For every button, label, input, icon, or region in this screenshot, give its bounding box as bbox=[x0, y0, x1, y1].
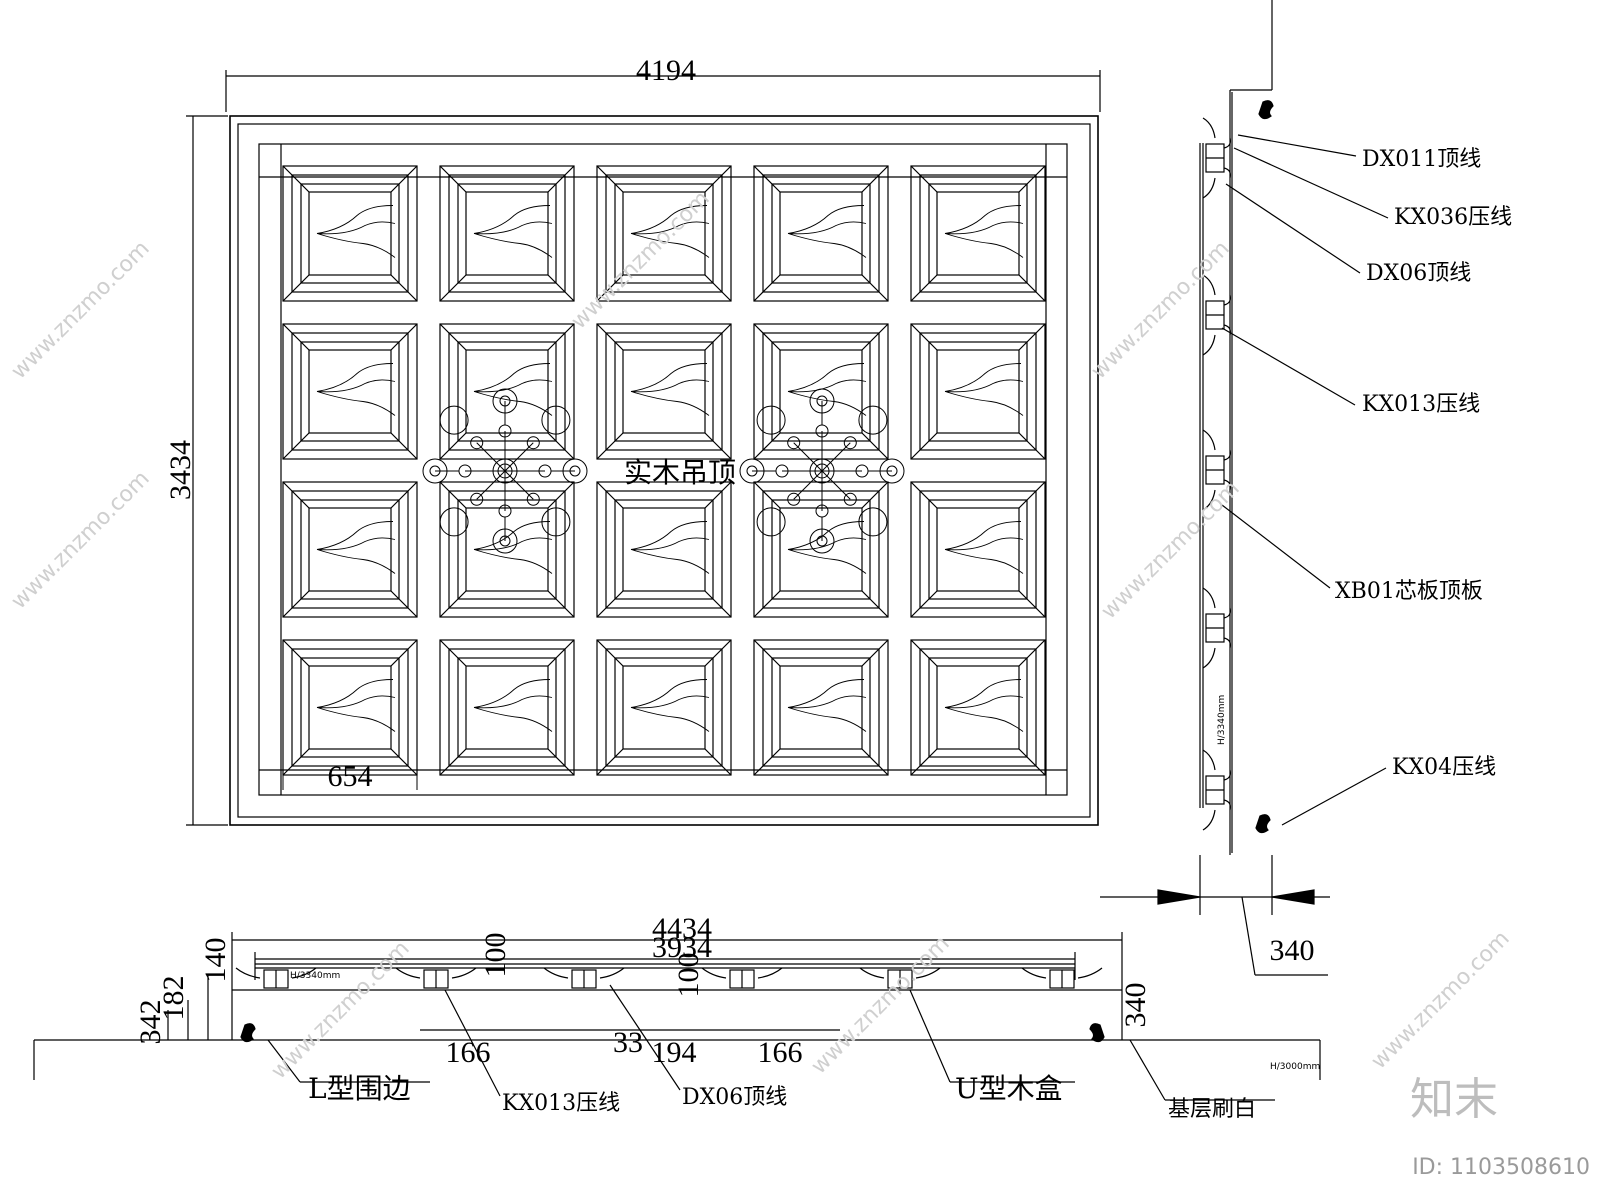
dim-340-bottom: 340 bbox=[1119, 983, 1152, 1028]
dim-194: 194 bbox=[652, 1036, 697, 1069]
wood-grain bbox=[787, 679, 867, 732]
coffer-panel bbox=[439, 323, 575, 460]
side-joint bbox=[1202, 587, 1231, 669]
wood-grain bbox=[630, 521, 710, 574]
bottom-total-dim: 4434 bbox=[652, 912, 712, 945]
callout-kx036: KX036压线 bbox=[1394, 205, 1512, 230]
chandelier bbox=[422, 388, 588, 554]
coffer-panel bbox=[439, 165, 575, 302]
brand-watermark: 知末 bbox=[1410, 1074, 1498, 1125]
overall-width-dim: 4194 bbox=[636, 54, 696, 87]
dim-182: 182 bbox=[157, 976, 190, 1021]
bottom-inner-dim: 3934 bbox=[652, 931, 712, 964]
coffer-panel bbox=[282, 481, 418, 618]
watermark-site: www.znzmo.com bbox=[7, 466, 155, 614]
coffer-panel bbox=[439, 639, 575, 776]
image-id: ID: 1103508610 bbox=[1412, 1155, 1590, 1180]
wood-grain bbox=[944, 521, 1024, 574]
coffer-panel bbox=[439, 481, 575, 618]
wood-grain bbox=[630, 679, 710, 732]
callout-kx013: KX013压线 bbox=[1362, 392, 1480, 417]
wood-grain bbox=[473, 205, 553, 258]
panel-width-dim: 654 bbox=[328, 760, 373, 793]
coffer-panel bbox=[596, 323, 732, 460]
bottom-joint bbox=[235, 967, 317, 989]
label-l-edge: L型围边 bbox=[308, 1072, 411, 1105]
panel-width-dimension bbox=[282, 768, 418, 790]
dim-166-a: 166 bbox=[446, 1036, 491, 1069]
coffer-panel bbox=[596, 481, 732, 618]
bottom-joint bbox=[395, 967, 477, 989]
wood-grain bbox=[944, 363, 1024, 416]
plan-title: 实木吊顶 bbox=[624, 456, 736, 489]
dim-342: 342 bbox=[134, 1000, 167, 1045]
watermark-site: www.znzmo.com bbox=[807, 931, 955, 1079]
watermark-site: www.znzmo.com bbox=[267, 936, 415, 1084]
chandelier bbox=[739, 388, 905, 554]
coffer-panel bbox=[910, 165, 1046, 302]
watermark-site: www.znzmo.com bbox=[567, 186, 715, 334]
side-joint bbox=[1202, 274, 1231, 356]
wood-grain bbox=[473, 679, 553, 732]
coffer-panel bbox=[753, 165, 889, 302]
coffer-panel bbox=[282, 639, 418, 776]
dim-166-b: 166 bbox=[758, 1036, 803, 1069]
bottom-joint bbox=[859, 967, 941, 989]
overall-height-dim: 3434 bbox=[164, 440, 197, 500]
side-joint bbox=[1202, 749, 1231, 831]
coffer-panel bbox=[910, 481, 1046, 618]
callout-dx06: DX06顶线 bbox=[1366, 261, 1471, 286]
side-depth-dim: 340 bbox=[1270, 934, 1315, 967]
callout-xb01: XB01芯板顶板 bbox=[1335, 579, 1483, 604]
wood-grain bbox=[787, 521, 867, 574]
label-u-box: U型木盒 bbox=[955, 1072, 1063, 1105]
bottom-joint bbox=[1021, 967, 1103, 989]
coffer-panel bbox=[282, 165, 418, 302]
wood-grain bbox=[944, 205, 1024, 258]
dim-33: 33 bbox=[613, 1026, 643, 1059]
bottom-section bbox=[33, 932, 1321, 1101]
dim-100-a: 100 bbox=[479, 933, 512, 978]
callout-dx011: DX011顶线 bbox=[1362, 147, 1481, 172]
dim-100-b: 100 bbox=[672, 953, 705, 998]
watermark-site: www.znzmo.com bbox=[7, 236, 155, 384]
wood-grain bbox=[944, 679, 1024, 732]
coffer-panel bbox=[596, 639, 732, 776]
side-height-note: H/3340mm bbox=[1217, 695, 1227, 745]
wood-grain bbox=[630, 205, 710, 258]
floor-height-note: H/3000mm bbox=[1270, 1062, 1320, 1072]
bottom-joint bbox=[543, 967, 625, 989]
wood-grain bbox=[316, 205, 396, 258]
wood-grain bbox=[473, 521, 553, 574]
coffer-panel bbox=[910, 323, 1046, 460]
side-joint bbox=[1202, 117, 1231, 199]
bottom-height-note: H/3340mm bbox=[290, 971, 340, 981]
coffer-panel bbox=[596, 165, 732, 302]
wood-grain bbox=[630, 363, 710, 416]
wood-grain bbox=[316, 679, 396, 732]
wood-grain bbox=[787, 205, 867, 258]
dim-140: 140 bbox=[199, 938, 232, 983]
coffer-panel bbox=[753, 481, 889, 618]
side-section bbox=[1100, 0, 1389, 976]
watermark-site: www.znzmo.com bbox=[1367, 926, 1515, 1074]
side-joint bbox=[1202, 429, 1231, 511]
ceiling-plan bbox=[186, 70, 1101, 826]
watermark-site: www.znzmo.com bbox=[1097, 476, 1245, 624]
label-kx013: KX013压线 bbox=[502, 1091, 620, 1116]
coffer-panel bbox=[753, 323, 889, 460]
bottom-joint bbox=[701, 967, 783, 989]
coffer-panel bbox=[910, 639, 1046, 776]
label-base: 基层刷白 bbox=[1168, 1097, 1256, 1122]
wood-grain bbox=[787, 363, 867, 416]
callout-kx04: KX04压线 bbox=[1392, 755, 1496, 780]
coffer-panel bbox=[753, 639, 889, 776]
coffer-panel bbox=[282, 323, 418, 460]
wood-grain bbox=[316, 521, 396, 574]
watermark-site: www.znzmo.com bbox=[1087, 236, 1235, 384]
wood-grain bbox=[316, 363, 396, 416]
label-dx06: DX06顶线 bbox=[682, 1085, 787, 1110]
wood-grain bbox=[473, 363, 553, 416]
